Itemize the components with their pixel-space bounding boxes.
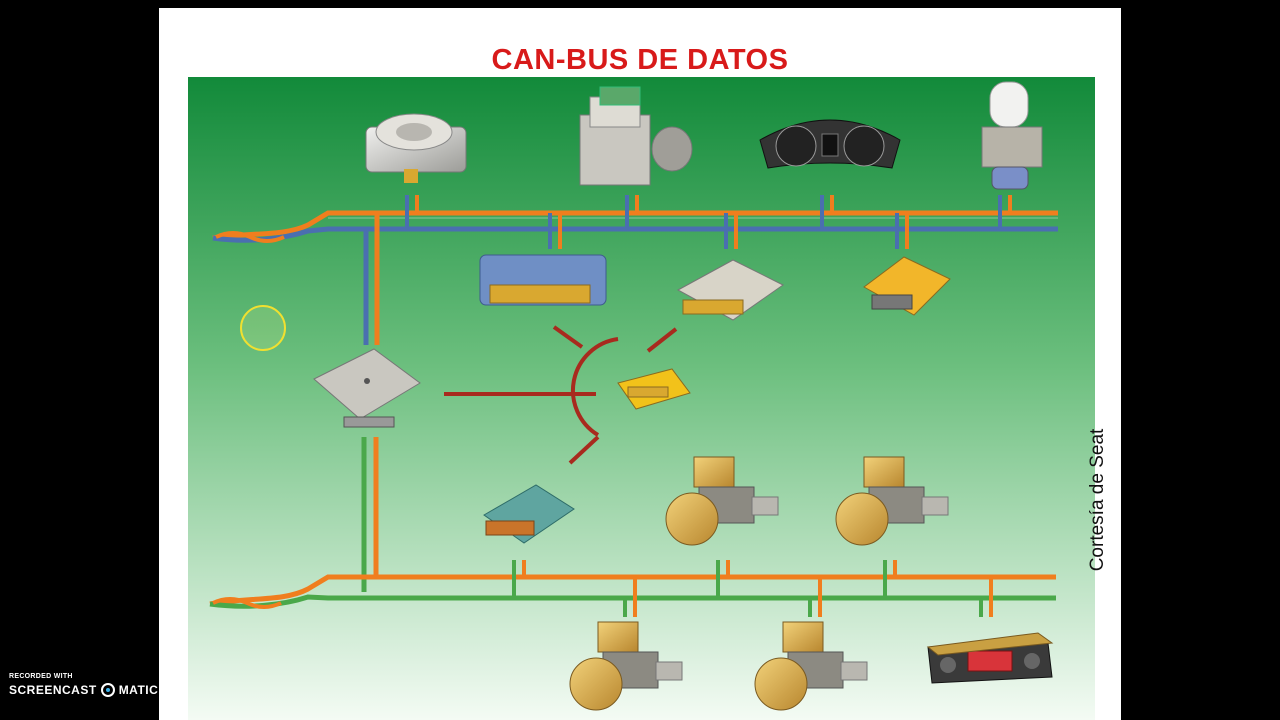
engine-control-unit-icon xyxy=(479,254,607,306)
steering-angle-sensor-icon xyxy=(365,113,467,183)
record-icon xyxy=(100,683,115,697)
can-bus-diagram xyxy=(188,77,1095,720)
bottom-can-bus xyxy=(209,437,1056,617)
abs-unit-icon xyxy=(579,86,693,186)
cursor-highlight xyxy=(240,305,286,351)
instrument-cluster-icon xyxy=(759,119,901,169)
window-motor-icon xyxy=(569,621,683,711)
gearbox-control-unit-icon xyxy=(676,259,784,321)
window-motor-icon xyxy=(835,456,949,546)
window-motor-icon xyxy=(754,621,868,711)
credit-text: Cortesía de Seat xyxy=(1087,428,1108,572)
climate-control-panel-icon xyxy=(926,632,1054,684)
watermark-line2a: SCREENCAST xyxy=(9,683,97,697)
diagnostic-k-line xyxy=(444,325,678,465)
gateway-control-unit-icon xyxy=(313,348,421,428)
top-can-bus xyxy=(212,195,1058,345)
watermark-line2b: MATIC xyxy=(118,683,159,697)
window-motor-icon xyxy=(665,456,779,546)
slide-title: CAN-BUS DE DATOS xyxy=(491,44,789,76)
watermark-line1: RECORDED WITH xyxy=(9,673,73,680)
diagnostic-connector-icon xyxy=(617,368,691,410)
screencast-watermark: RECORDED WITH SCREENCAST MATIC xyxy=(9,673,158,697)
airbag-control-unit-icon xyxy=(863,256,951,316)
comfort-control-unit-icon xyxy=(483,484,575,544)
watermark-brand: SCREENCAST MATIC xyxy=(9,683,158,697)
steering-pump-icon xyxy=(981,81,1043,190)
